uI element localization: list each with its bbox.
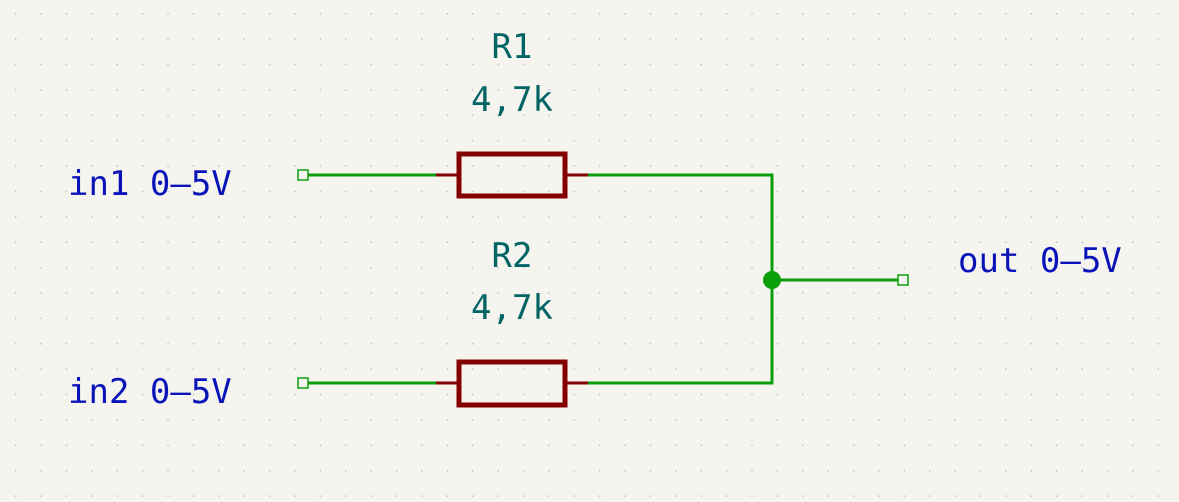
port-in2-marker[interactable] <box>297 377 309 389</box>
r1-body[interactable] <box>456 151 568 199</box>
r1-value: 4,7k <box>471 80 553 120</box>
output-label-out: out 0–5V <box>958 241 1122 281</box>
wire-r1-r2-bus[interactable] <box>588 173 774 385</box>
resistor-r1[interactable] <box>436 151 588 199</box>
port-out-marker[interactable] <box>897 274 909 286</box>
junction-dot <box>763 271 781 289</box>
r2-value: 4,7k <box>471 288 553 328</box>
r2-reference: R2 <box>492 236 533 276</box>
resistor-r2[interactable] <box>436 359 588 408</box>
r2-body[interactable] <box>456 359 568 408</box>
input-label-in2: in2 0–5V <box>68 372 232 412</box>
input-label-in1: in1 0–5V <box>68 164 232 204</box>
r1-reference: R1 <box>492 27 533 67</box>
port-in1-marker[interactable] <box>297 169 309 181</box>
